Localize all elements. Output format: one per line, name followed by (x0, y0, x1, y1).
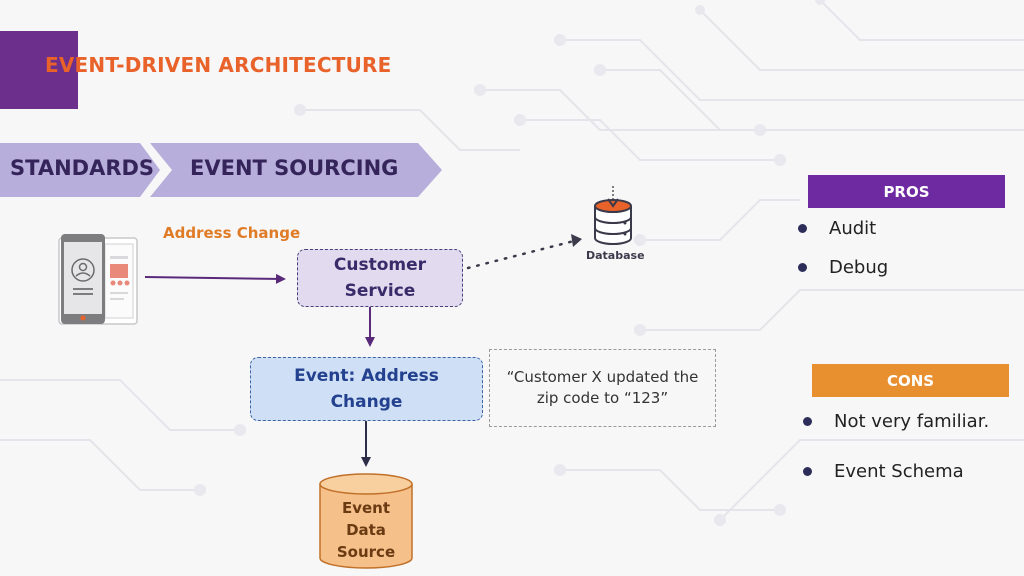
event-store-cylinder (319, 473, 413, 569)
arrow-label-address-change: Address Change (163, 224, 301, 242)
chevron-event-sourcing (150, 143, 442, 197)
event-line-2: Change (330, 392, 403, 412)
event-store-line-1: Event (341, 499, 391, 517)
pros-item: Audit (798, 218, 876, 239)
event-store-line-3: Source (336, 543, 396, 561)
chevron-standards (0, 143, 160, 197)
breadcrumb-event-sourcing: EVENT SOURCING (190, 156, 399, 180)
event-line-1: Event: Address (294, 366, 439, 386)
arrow-service-to-database (466, 239, 576, 270)
mobile-app-icon (58, 234, 138, 325)
event-payload-note: “Customer X updated the zip code to “123” (489, 349, 716, 427)
bullet-dot (803, 417, 812, 426)
event-store-label: Event Data Source (318, 497, 414, 563)
pros-header: PROS (808, 175, 1005, 208)
breadcrumb-standards: STANDARDS (10, 156, 155, 180)
arrow-head-database (571, 234, 582, 247)
bullet-dot (803, 467, 812, 476)
event-store-line-2: Data (346, 521, 386, 539)
breadcrumb (0, 143, 442, 197)
database-icon (594, 186, 632, 245)
cons-item-label: Not very familiar. (834, 411, 990, 432)
note-line-2: zip code to “123” (536, 389, 669, 407)
cons-header: CONS (812, 364, 1009, 397)
arrow-app-to-customer-service (144, 273, 286, 284)
customer-service-line-1: Customer (333, 255, 427, 275)
slide-title: EVENT-DRIVEN ARCHITECTURE (45, 53, 392, 77)
cons-item: Event Schema (803, 461, 964, 482)
title-accent-block (0, 31, 78, 109)
cons-item: Not very familiar. (803, 411, 989, 432)
bullet-dot (798, 224, 807, 233)
note-line-1: “Customer X updated the (506, 368, 699, 386)
pros-item-label: Debug (829, 257, 889, 278)
bullet-dot (798, 263, 807, 272)
pros-item: Debug (798, 257, 888, 278)
customer-service-line-2: Service (344, 281, 416, 301)
cons-item-label: Event Schema (834, 461, 964, 482)
pros-item-label: Audit (829, 218, 877, 239)
database-label: Database (586, 249, 645, 262)
